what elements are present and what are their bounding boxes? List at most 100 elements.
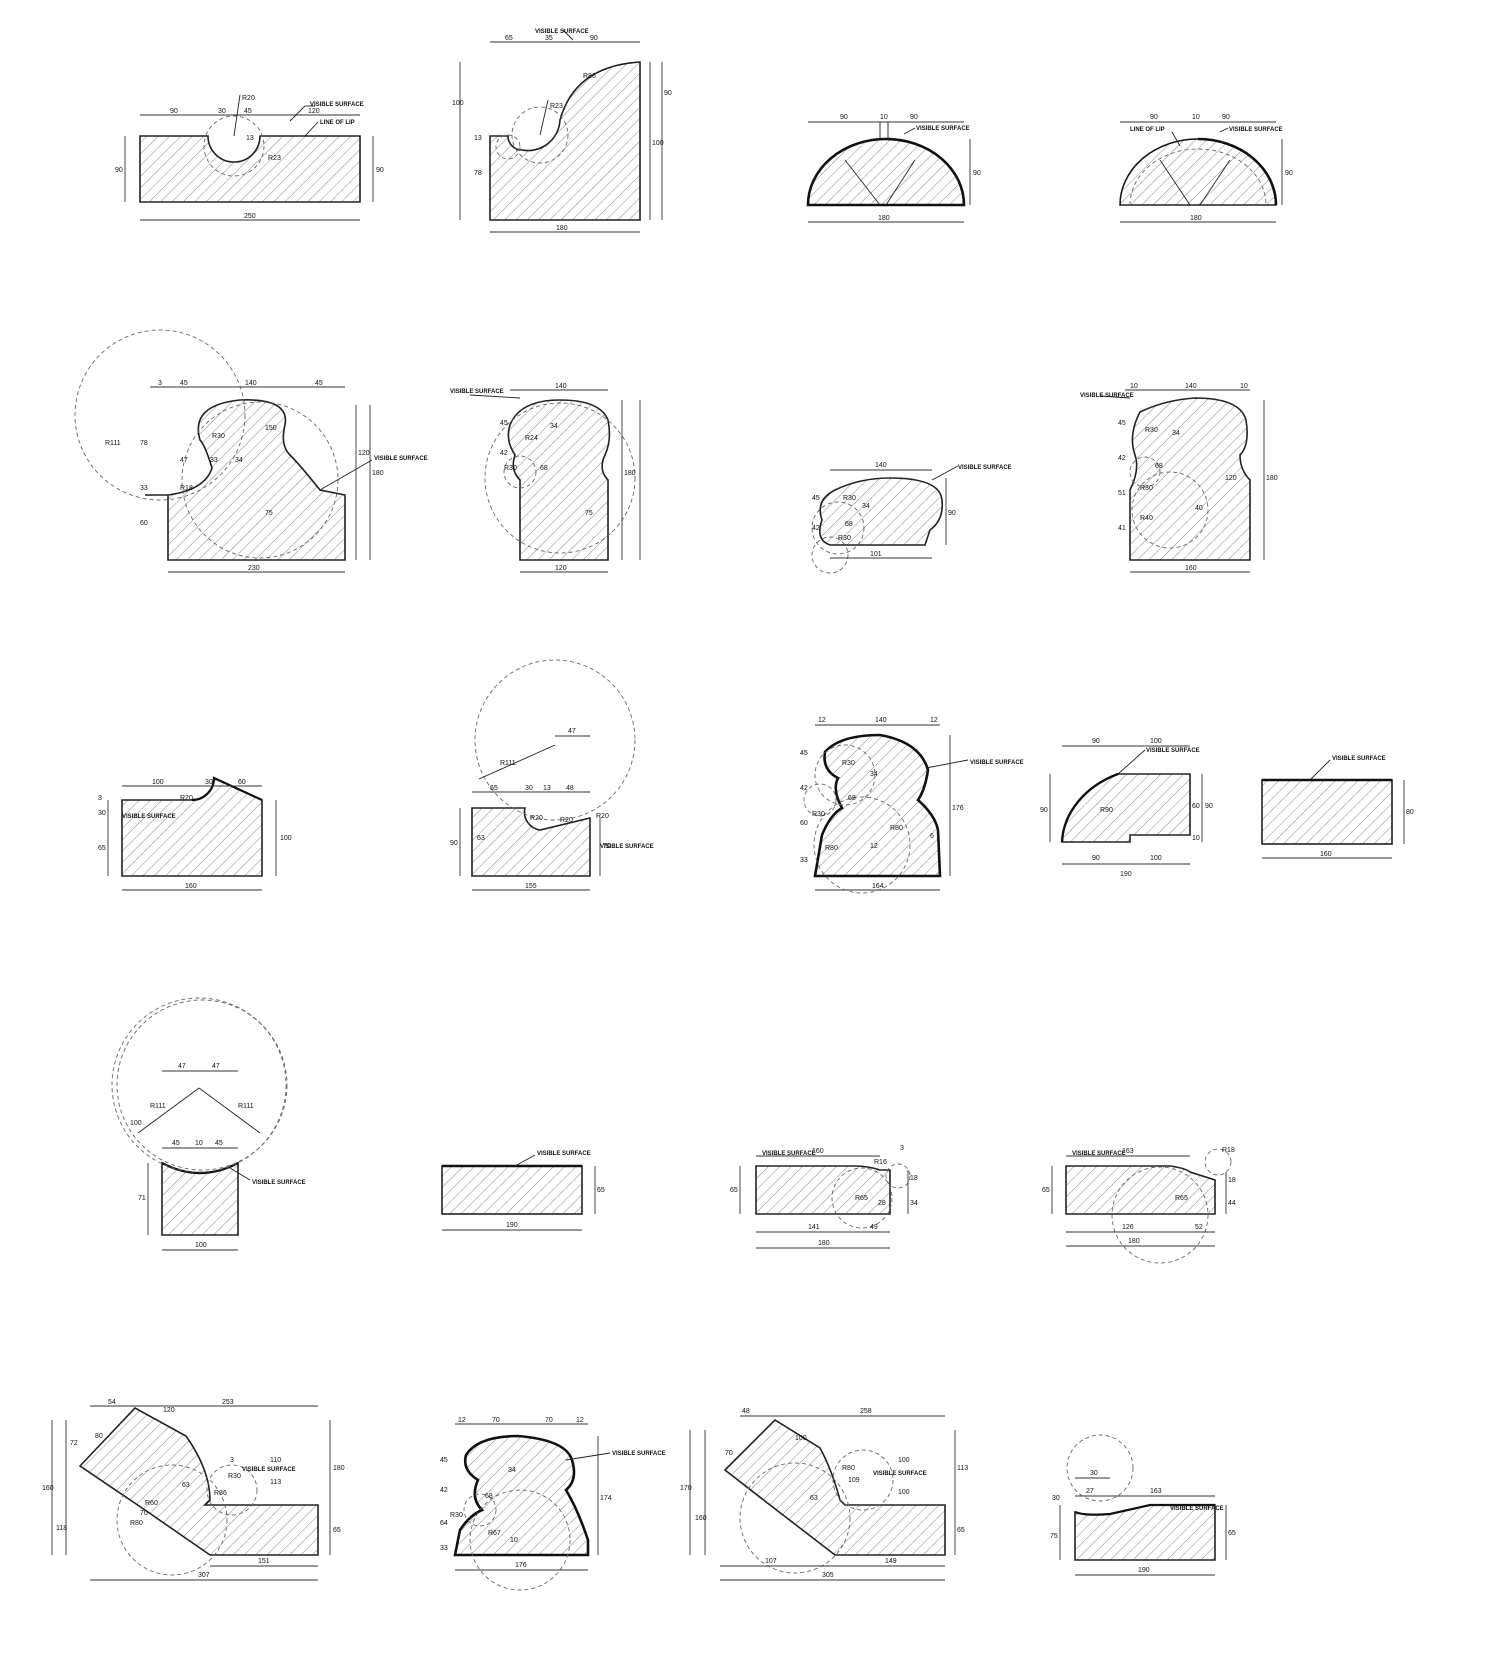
dim-label: 80 [1406, 809, 1414, 816]
dim-label: 65 [1228, 1530, 1236, 1537]
dim-label: 120 [308, 108, 320, 115]
dim-label: R30 [843, 495, 856, 502]
dim-label: 28 [878, 1200, 886, 1207]
profile-9: 100 30 60 3 30 65 R20 100 160 VISIBLE SU… [98, 776, 292, 891]
dim-label: 140 [875, 717, 887, 724]
visible-surface-label: VISIBLE SURFACE [762, 1151, 816, 1157]
dim-label: 48 [742, 1408, 750, 1415]
dim-label: 34 [870, 771, 878, 778]
dim-label: R67 [488, 1530, 501, 1537]
dim-label: 71 [138, 1195, 146, 1202]
dim-label: 176 [515, 1562, 527, 1569]
dim-label: 163 [1150, 1488, 1162, 1495]
dim-label: 180 [556, 225, 568, 232]
dim-label: R80 [842, 1465, 855, 1472]
dim-label: 151 [258, 1558, 270, 1565]
visible-surface-label: VISIBLE SURFACE [535, 29, 589, 35]
dim-label: R90 [1100, 807, 1113, 814]
dim-label: 45 [244, 108, 252, 115]
dim-label: 141 [808, 1224, 820, 1231]
dim-label: 180 [878, 215, 890, 222]
visible-surface-label: VISIBLE SURFACE [537, 1151, 591, 1157]
dim-label: R24 [525, 435, 538, 442]
dim-label: 110 [270, 1457, 281, 1464]
dim-label: 70 [725, 1450, 733, 1457]
dim-label: 64 [440, 1520, 448, 1527]
dim-label: 90 [170, 108, 178, 115]
dim-label: R80 [890, 825, 903, 832]
dim-label: 140 [245, 380, 257, 387]
dim-label: 30 [98, 810, 106, 817]
dim-label: R23 [268, 155, 281, 162]
dim-label: 34 [235, 457, 243, 464]
profile-6: 140 45 34 42 R24 68 R30 75 180 120 VISIB… [450, 383, 641, 573]
dim-label: 100 [195, 1242, 207, 1249]
dim-label: 160 [1185, 565, 1197, 572]
dim-label: 10 [510, 1537, 518, 1544]
profile-7: 140 45 42 34 68 R30 R30 90 101 VISIBLE S… [811, 462, 1012, 574]
dim-label: 30 [1090, 1470, 1098, 1477]
dim-label: R80 [825, 845, 838, 852]
dim-label: 3 [230, 1457, 234, 1464]
dim-label: 190 [506, 1222, 518, 1229]
dim-label: 109 [848, 1477, 860, 1484]
profile-13: 160 80 VISIBLE SURFACE [1261, 756, 1414, 859]
dim-label: R20 [596, 813, 609, 820]
visible-surface-label: VISIBLE SURFACE [242, 1467, 296, 1473]
visible-surface-label: VISIBLE SURFACE [873, 1471, 927, 1477]
dim-label: 68 [848, 795, 856, 802]
dim-label: R111 [105, 440, 121, 447]
dim-label: 63 [477, 835, 485, 842]
dim-label: 120 [1225, 475, 1237, 482]
dim-label: 34 [862, 503, 870, 510]
dim-label: 42 [440, 1487, 448, 1494]
dim-label: 65 [957, 1527, 965, 1534]
dim-label: 140 [875, 462, 887, 469]
profile-21: 30 30 163 75 65 27 190 VISIBLE SURFACE [1050, 1434, 1236, 1576]
dim-label: 307 [198, 1572, 210, 1579]
dim-label: 126 [1122, 1224, 1134, 1231]
dim-label: R30 [504, 465, 517, 472]
visible-surface-label: VISIBLE SURFACE [310, 102, 364, 108]
dim-label: 49 [870, 1224, 878, 1231]
dim-label: 90 [1092, 855, 1100, 862]
profile-18: 54 253 72 80 160 3 110 113 R30 63 R36 12… [42, 1399, 345, 1581]
dim-label: 120 [555, 565, 567, 572]
dim-label: 176 [952, 805, 964, 812]
dim-label: 180 [1266, 475, 1278, 482]
dim-label: R20 [530, 815, 543, 822]
dim-label: 100 [1150, 738, 1162, 745]
dim-label: 78 [474, 170, 482, 177]
dim-label: 90 [973, 170, 981, 177]
dim-label: 75 [1050, 1533, 1058, 1540]
dim-label: R30 [812, 811, 825, 818]
dim-label: R80 [130, 1520, 143, 1527]
dim-label: 27 [1086, 1488, 1094, 1495]
dim-label: 100 [1150, 855, 1162, 862]
dim-label: 30 [205, 779, 213, 786]
visible-surface-label: VISIBLE SURFACE [122, 814, 176, 820]
dim-label: 253 [222, 1399, 234, 1406]
dim-label: R23 [550, 103, 563, 110]
dim-label: 90 [376, 167, 384, 174]
dim-label: 60 [238, 779, 246, 786]
dim-label: 52 [1195, 1224, 1203, 1231]
visible-surface-label: VISIBLE SURFACE [600, 844, 654, 850]
dim-label: 100 [452, 100, 464, 107]
dim-label: 65 [490, 785, 498, 792]
dim-label: 120 [358, 450, 370, 457]
dim-label: R36 [214, 1490, 227, 1497]
dim-label: 100 [652, 140, 664, 147]
dim-label: 30 [218, 108, 226, 115]
dim-label: R30 [1145, 427, 1158, 434]
visible-surface-label: VISIBLE SURFACE [612, 1451, 666, 1457]
dim-label: 149 [885, 1558, 897, 1565]
dim-label: 72 [70, 1440, 78, 1447]
dim-label: 170 [680, 1485, 692, 1492]
dim-label: 150 [265, 425, 277, 432]
dim-label: 45 [172, 1140, 180, 1147]
dim-label: 90 [1205, 803, 1213, 810]
dim-label: 174 [600, 1495, 612, 1502]
dim-label: 100 [898, 1489, 910, 1496]
